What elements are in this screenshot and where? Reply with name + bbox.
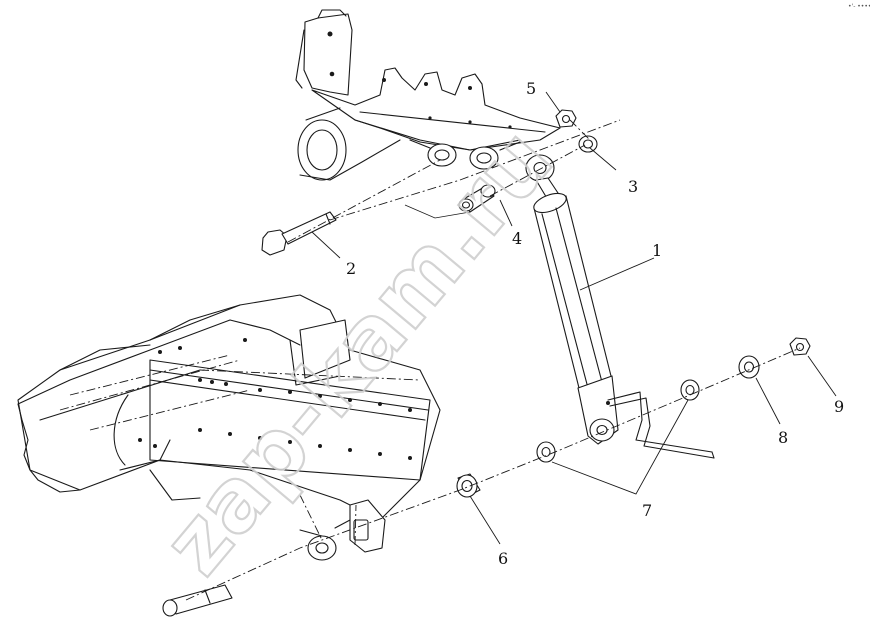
- spacer-part-6: [456, 473, 481, 498]
- washer-part-8: [738, 355, 760, 379]
- callout-9: 9: [834, 397, 844, 416]
- callout-2: 2: [346, 259, 356, 278]
- pin-lower: [162, 584, 233, 617]
- callout-numbers: 1 2 3 4 5 6 7 8 9: [346, 79, 844, 568]
- leader-lines: [311, 91, 837, 545]
- callout-7: 7: [642, 501, 652, 520]
- hydraulic-cylinder-part-1: [525, 154, 715, 459]
- callout-6: 6: [498, 549, 508, 568]
- chassis-frame: [17, 294, 441, 561]
- callout-5: 5: [526, 79, 536, 98]
- callout-4: 4: [512, 229, 522, 248]
- upper-mounting-bracket: [295, 9, 561, 181]
- washer-part-3: [578, 135, 598, 153]
- nut-part-9: [789, 337, 811, 356]
- callout-1: 1: [652, 241, 662, 260]
- nut-part-5: [555, 109, 577, 128]
- washer-part-7-lower: [536, 441, 556, 463]
- assembly-center-lines: [185, 119, 801, 601]
- bushing-part-4: [404, 184, 496, 219]
- callout-3: 3: [628, 177, 638, 196]
- bolt-part-2: [261, 211, 337, 256]
- callout-8: 8: [778, 428, 788, 447]
- washer-part-7-upper: [680, 379, 700, 401]
- corner-mark: •'- ••••: [848, 3, 870, 10]
